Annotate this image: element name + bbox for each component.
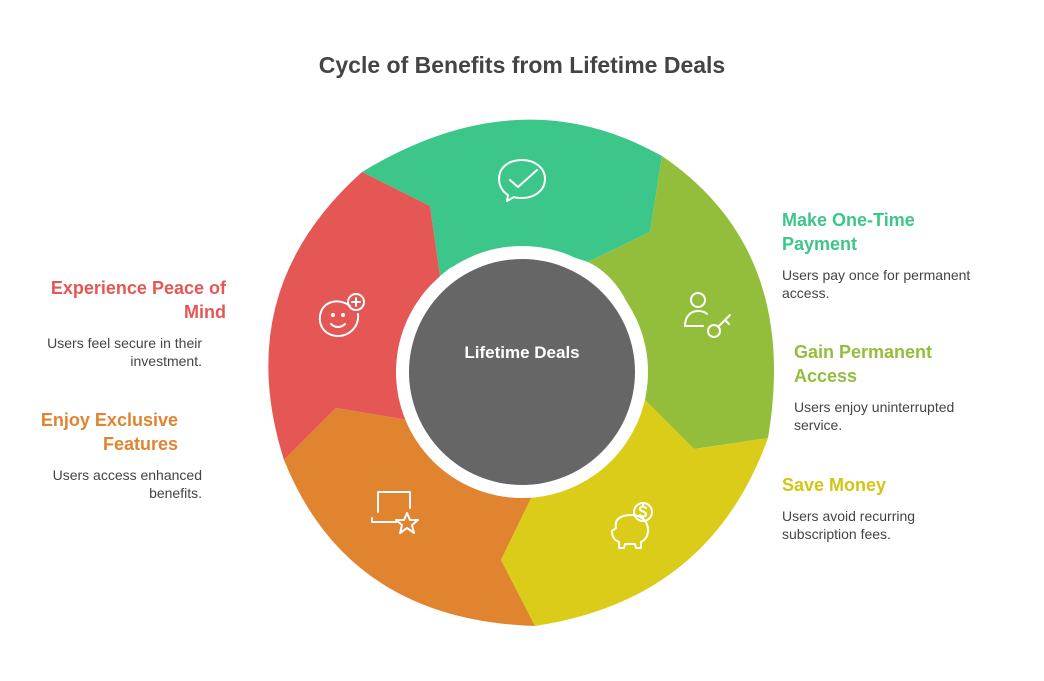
text-payment-line-2: access. (782, 285, 830, 301)
heading-money: Save Money (782, 473, 1002, 497)
segment-access (588, 156, 775, 449)
heading-payment-line-2: Payment (782, 234, 858, 254)
piggy-bank-dollar-icon (611, 502, 653, 549)
heading-access-line-2: Access (794, 366, 858, 386)
laptop-star-icon (371, 491, 419, 534)
text-peace: Users feel secure in their investment. (6, 334, 202, 370)
heading-peace-line-2: Mind (184, 302, 226, 322)
text-features: Users access enhanced benefits. (0, 466, 202, 502)
chat-check-icon (498, 159, 546, 202)
text-money: Users avoid recurring subscription fees. (782, 507, 1002, 543)
text-features-line-1: Users access enhanced (52, 467, 202, 483)
text-peace-line-1: Users feel secure in their (47, 335, 202, 351)
heading-access: Gain Permanent Access (794, 340, 1014, 388)
label-money: Save Money Users avoid recurring subscri… (782, 473, 1002, 543)
heading-payment-line-1: Make One-Time (782, 210, 915, 230)
heading-access-line-1: Gain Permanent (794, 342, 933, 362)
text-money-line-1: Users avoid recurring (782, 508, 916, 524)
smile-plus-icon (318, 293, 365, 337)
label-access: Gain Permanent Access Users enjoy uninte… (794, 340, 1014, 434)
text-features-line-2: benefits. (149, 485, 202, 501)
label-peace: Experience Peace of Mind Users feel secu… (6, 276, 226, 370)
label-features: Enjoy Exclusive Features Users access en… (0, 408, 202, 502)
heading-money-line-1: Save Money (782, 475, 887, 495)
text-payment-line-1: Users pay once for permanent (782, 267, 971, 283)
center-hub (409, 259, 635, 485)
heading-payment: Make One-Time Payment (782, 208, 1002, 256)
heading-features-line-1: Enjoy Exclusive (40, 410, 178, 430)
text-access: Users enjoy uninterrupted service. (794, 398, 1014, 434)
text-payment: Users pay once for permanent access. (782, 266, 1002, 302)
text-money-line-2: subscription fees. (782, 526, 891, 542)
heading-features: Enjoy Exclusive Features (0, 408, 178, 456)
user-key-icon (684, 292, 731, 338)
text-peace-line-2: investment. (130, 353, 202, 369)
heading-features-line-2: Features (102, 434, 178, 454)
text-access-line-1: Users enjoy uninterrupted (794, 399, 955, 415)
heading-peace: Experience Peace of Mind (6, 276, 226, 324)
heading-peace-line-1: Experience Peace of (50, 278, 226, 298)
center-label: Lifetime Deals (464, 343, 579, 362)
label-payment: Make One-Time Payment Users pay once for… (782, 208, 1002, 302)
text-access-line-2: service. (794, 417, 843, 433)
diagram-title: Cycle of Benefits from Lifetime Deals (318, 52, 726, 78)
